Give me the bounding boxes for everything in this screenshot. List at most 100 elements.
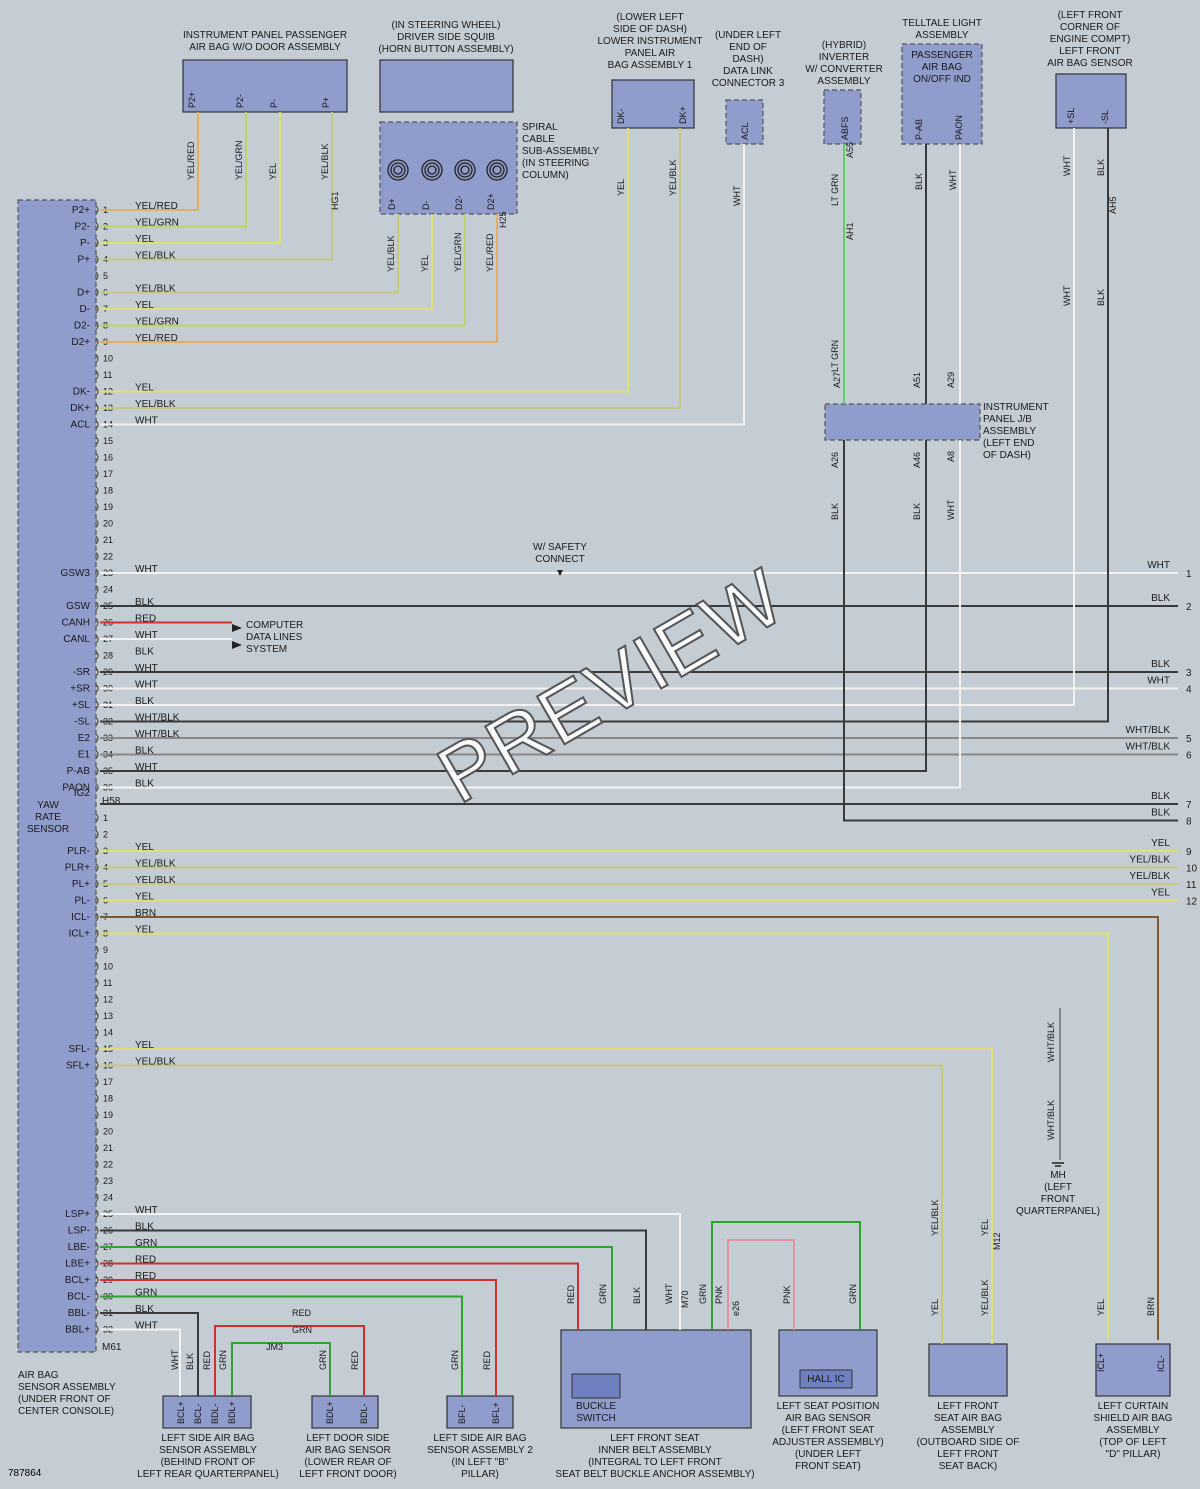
pin-terminal bbox=[95, 1259, 99, 1268]
wire-tag: BLK bbox=[830, 503, 840, 520]
coil-icon bbox=[460, 165, 470, 175]
pin-label: D2+ bbox=[486, 193, 496, 210]
wire-driver-D+ bbox=[100, 214, 399, 294]
wire-passenger-P2+ bbox=[100, 112, 199, 211]
wire-seat-pos-grn bbox=[711, 1221, 861, 1330]
wire-tag: YEL bbox=[268, 163, 278, 180]
wire-sfl-plus bbox=[100, 1064, 943, 1344]
wire-sl-minus bbox=[100, 240, 1109, 723]
wire-tag: BRN bbox=[1146, 1297, 1156, 1316]
wire-seat-pos-pnk bbox=[727, 1239, 795, 1330]
pin-signal: GSW bbox=[66, 601, 90, 612]
pin-number: 22 bbox=[103, 552, 113, 562]
wire-color-label: YEL/BLK bbox=[135, 859, 176, 870]
pin-terminal bbox=[95, 1028, 99, 1037]
wire-tag: BLK bbox=[185, 1353, 195, 1370]
pin-number: 24 bbox=[103, 585, 113, 595]
pin-terminal bbox=[95, 1275, 99, 1285]
pin-terminal bbox=[95, 1193, 99, 1202]
wire-tag: YEL/BLK bbox=[320, 143, 330, 180]
pin-label: P- bbox=[269, 99, 279, 108]
wire-tag: GRN bbox=[698, 1284, 708, 1304]
pin-terminal bbox=[95, 700, 99, 710]
pin-terminal bbox=[95, 403, 99, 413]
ref-wire-label: YEL bbox=[1151, 888, 1170, 899]
wire-color-label: WHT bbox=[135, 1321, 158, 1332]
wire-color-label: YEL/BLK bbox=[135, 399, 176, 410]
pin-terminal bbox=[95, 667, 99, 677]
pin-label: P-AB bbox=[914, 119, 924, 140]
pin-terminal bbox=[95, 618, 99, 627]
wire-tag: WHT bbox=[946, 499, 956, 520]
pin-signal: P+ bbox=[77, 255, 90, 266]
ref-number: 4 bbox=[1186, 685, 1192, 696]
pin-terminal bbox=[95, 684, 99, 693]
ref-wire-label: YEL bbox=[1151, 838, 1170, 849]
wire-tag: PNK bbox=[782, 1285, 792, 1304]
ref-number: 9 bbox=[1186, 847, 1192, 858]
pin-label: ICL+ bbox=[1096, 1353, 1106, 1372]
lower-panel-airbag-connector bbox=[611, 79, 695, 129]
sensor-pin-rows-h58: 1P2+2P2-3P-4P+56D+7D-8D2-9D2+101112DK-13… bbox=[61, 205, 113, 794]
pin-signal: LSP- bbox=[68, 1226, 90, 1237]
wire-color-label: WHT bbox=[135, 663, 158, 674]
ref-wire-label: WHT/BLK bbox=[1126, 742, 1171, 753]
pin-signal: PLR+ bbox=[65, 863, 90, 874]
pin-terminal bbox=[95, 879, 99, 889]
wire-color-label: BLK bbox=[135, 1222, 154, 1233]
pin-signal: D- bbox=[79, 304, 90, 315]
pin-terminal bbox=[95, 321, 99, 330]
ref-number: 10 bbox=[1186, 864, 1198, 875]
pin-terminal bbox=[95, 978, 99, 988]
pin-signal: P-AB bbox=[67, 766, 91, 777]
connector-id: A26 bbox=[830, 452, 840, 468]
pin-signal: D2+ bbox=[71, 337, 90, 348]
pin-terminal bbox=[95, 271, 99, 281]
wire-lbe-minus bbox=[100, 1246, 613, 1330]
pin-label: BFL- bbox=[457, 1404, 467, 1424]
wire-color-label: YEL bbox=[135, 300, 154, 311]
wire-tag: WHT bbox=[1062, 155, 1072, 176]
pin-number: 19 bbox=[103, 502, 113, 512]
wire-tag: WHT bbox=[170, 1349, 180, 1370]
pin-number: 24 bbox=[103, 1193, 113, 1203]
ref-wire-label: YEL/BLK bbox=[1129, 871, 1170, 882]
pin-terminal bbox=[95, 585, 99, 594]
svg-text:(IN STEERING WHEEL)DRIVER SIDE: (IN STEERING WHEEL)DRIVER SIDE SQUIB(HOR… bbox=[378, 20, 513, 55]
pin-label: PAON bbox=[954, 115, 964, 140]
pin-number: 11 bbox=[103, 370, 112, 380]
pin-terminal bbox=[95, 634, 99, 644]
pin-terminal bbox=[95, 863, 99, 872]
pin-terminal bbox=[95, 1127, 99, 1136]
pin-signal: CANL bbox=[63, 634, 90, 645]
steering-squib-connector bbox=[379, 59, 514, 113]
ref-wire-label: WHT/BLK bbox=[1126, 725, 1171, 736]
pin-terminal bbox=[95, 962, 99, 971]
pin-terminal bbox=[95, 469, 99, 479]
pin-label: BFL+ bbox=[491, 1402, 501, 1424]
wire-tag: GRN bbox=[848, 1284, 858, 1304]
pin-terminal bbox=[95, 1325, 99, 1334]
left-curtain-airbag bbox=[1095, 1343, 1171, 1397]
pin-number: 21 bbox=[103, 535, 113, 545]
coil-icon bbox=[390, 162, 406, 178]
left-side-rear-sensor bbox=[162, 1395, 252, 1429]
pin-signal: PL- bbox=[74, 896, 90, 907]
pin-terminal bbox=[95, 1143, 99, 1153]
wire-driver-D2- bbox=[100, 214, 466, 327]
coil-icon bbox=[454, 159, 476, 181]
connector-id: AH5 bbox=[1108, 196, 1118, 214]
ig2-label: IG2 bbox=[74, 788, 91, 799]
pin-terminal bbox=[95, 552, 99, 561]
wire-acl bbox=[100, 144, 745, 426]
pin-terminal bbox=[95, 205, 99, 215]
wire-lbe-plus bbox=[100, 1262, 579, 1330]
pin-terminal bbox=[95, 535, 99, 545]
